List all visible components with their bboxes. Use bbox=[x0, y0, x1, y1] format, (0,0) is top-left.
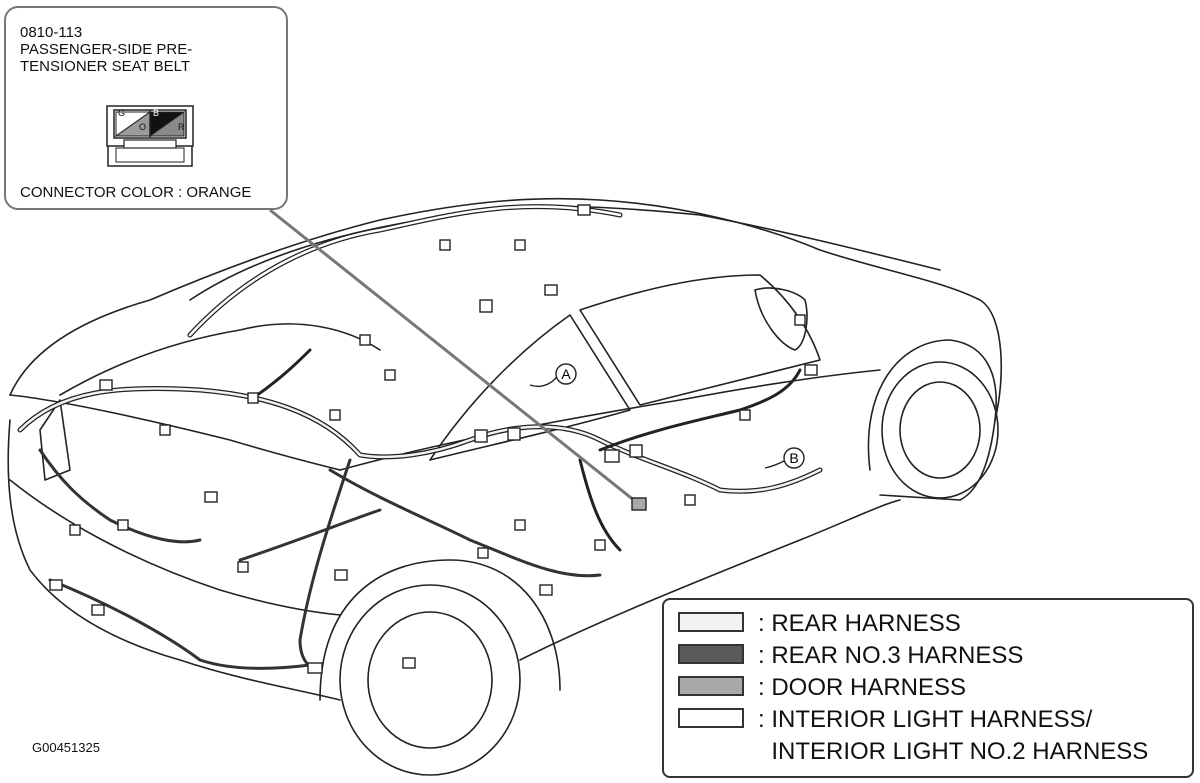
harness-connector bbox=[307, 662, 323, 674]
terminal-label-g: G bbox=[118, 108, 126, 118]
harness-connector bbox=[544, 284, 558, 296]
legend-label: : INTERIOR LIGHT HARNESS/ INTERIOR LIGHT… bbox=[758, 706, 1149, 765]
terminal-label-o: O bbox=[139, 122, 147, 132]
front-wheel bbox=[881, 361, 999, 499]
rear-harness-fill bbox=[18, 387, 822, 493]
harness-connector bbox=[99, 379, 113, 391]
front-wheel-arch bbox=[867, 339, 997, 471]
harness-connector bbox=[684, 494, 696, 506]
harness-connector bbox=[329, 409, 341, 421]
harness-connector bbox=[539, 584, 553, 596]
legend-label: : REAR NO.3 HARNESS bbox=[758, 642, 1024, 669]
connector-color-text: CONNECTOR COLOR : ORANGE bbox=[20, 184, 252, 201]
rear-no3-harness-b bbox=[328, 468, 602, 578]
connector-name: PASSENGER-SIDE PRE- TENSIONER SEAT BELT bbox=[20, 41, 270, 75]
legend-label: : REAR HARNESS bbox=[758, 610, 961, 637]
harness-connector bbox=[247, 392, 259, 404]
car-rear-window bbox=[59, 323, 381, 396]
pretensioner-connector-marker bbox=[631, 497, 647, 511]
harness-connector bbox=[237, 561, 249, 573]
harness-connector bbox=[604, 449, 620, 463]
connector-name-text: PASSENGER-SIDE PRE- TENSIONER SEAT BELT bbox=[20, 41, 193, 75]
point-a-marker: A bbox=[529, 363, 577, 387]
car-sill bbox=[519, 499, 901, 661]
legend-swatch bbox=[678, 644, 744, 664]
legend-item-rear-no3-harness: : REAR NO.3 HARNESS bbox=[678, 640, 1023, 672]
interior-light-harness-fill bbox=[188, 205, 622, 337]
rear-wheel bbox=[339, 584, 521, 776]
harness-connector bbox=[479, 299, 493, 313]
car-rear-bumper bbox=[7, 419, 341, 701]
rear-no3-harness-e bbox=[48, 578, 312, 670]
terminal-label-b: B bbox=[153, 108, 160, 118]
harness-connector bbox=[804, 364, 818, 376]
rear-no3-harness-d bbox=[38, 448, 202, 544]
connector-callout: 0810-113 PASSENGER-SIDE PRE- TENSIONER S… bbox=[4, 6, 288, 210]
harness-connector bbox=[629, 444, 643, 458]
harness-connector bbox=[794, 314, 806, 326]
car-body-outline bbox=[9, 197, 1003, 501]
harness-connector bbox=[384, 369, 396, 381]
legend-item-door-harness: : DOOR HARNESS bbox=[678, 672, 966, 704]
harness-connector bbox=[69, 524, 81, 536]
harness-connector bbox=[402, 657, 416, 669]
legend-item-interior-light-harness: : INTERIOR LIGHT HARNESS/ INTERIOR LIGHT… bbox=[678, 704, 1148, 768]
harness-connector bbox=[594, 539, 606, 551]
harness-connector bbox=[359, 334, 371, 346]
door-harness-c bbox=[248, 348, 312, 402]
door-harness-b bbox=[578, 458, 622, 552]
terminal-label-r: R bbox=[178, 122, 185, 132]
car-side-window-rear bbox=[429, 314, 631, 461]
point-b-label: B bbox=[789, 450, 798, 466]
rear-no3-harness-c bbox=[238, 508, 382, 562]
legend-swatch bbox=[678, 708, 744, 728]
car-mirror bbox=[754, 287, 808, 351]
rear-no3-harness bbox=[298, 458, 352, 672]
harness-connector bbox=[204, 491, 218, 503]
point-a-label: A bbox=[561, 366, 571, 382]
callout-leader-line bbox=[269, 208, 641, 507]
rear-wheel-arch bbox=[319, 559, 561, 701]
connector-code: 0810-113 bbox=[20, 24, 83, 41]
harness-connector bbox=[507, 427, 521, 441]
harness-connector bbox=[514, 519, 526, 531]
harness-connector bbox=[49, 579, 63, 591]
legend-swatch bbox=[678, 676, 744, 696]
harness-connector bbox=[739, 409, 751, 421]
door-harness bbox=[598, 368, 802, 452]
harness-connector bbox=[334, 569, 348, 581]
front-wheel-rim bbox=[899, 381, 981, 479]
legend-swatch bbox=[678, 612, 744, 632]
legend-item-rear-harness: : REAR HARNESS bbox=[678, 608, 961, 640]
harness-connector bbox=[439, 239, 451, 251]
rear-harness bbox=[17, 385, 823, 494]
rear-wheel-rim bbox=[367, 611, 493, 749]
legend-label: : DOOR HARNESS bbox=[758, 674, 967, 701]
harness-connector bbox=[514, 239, 526, 251]
car-tail-light bbox=[39, 399, 71, 481]
harness-connector bbox=[159, 424, 171, 436]
car-side-line bbox=[339, 369, 881, 471]
car-side-window-front bbox=[579, 274, 821, 406]
car-lower-body bbox=[9, 479, 341, 616]
point-b-marker: B bbox=[764, 447, 805, 469]
harness-legend: : REAR HARNESS : REAR NO.3 HARNESS : DOO… bbox=[662, 598, 1194, 778]
harness-connector bbox=[117, 519, 129, 531]
harness-connector bbox=[477, 547, 489, 559]
figure-code: G00451325 bbox=[32, 740, 100, 755]
harness-connector bbox=[474, 429, 488, 443]
harness-connector bbox=[91, 604, 105, 616]
connector-face-drawing bbox=[106, 105, 194, 167]
harness-connector bbox=[577, 204, 591, 216]
